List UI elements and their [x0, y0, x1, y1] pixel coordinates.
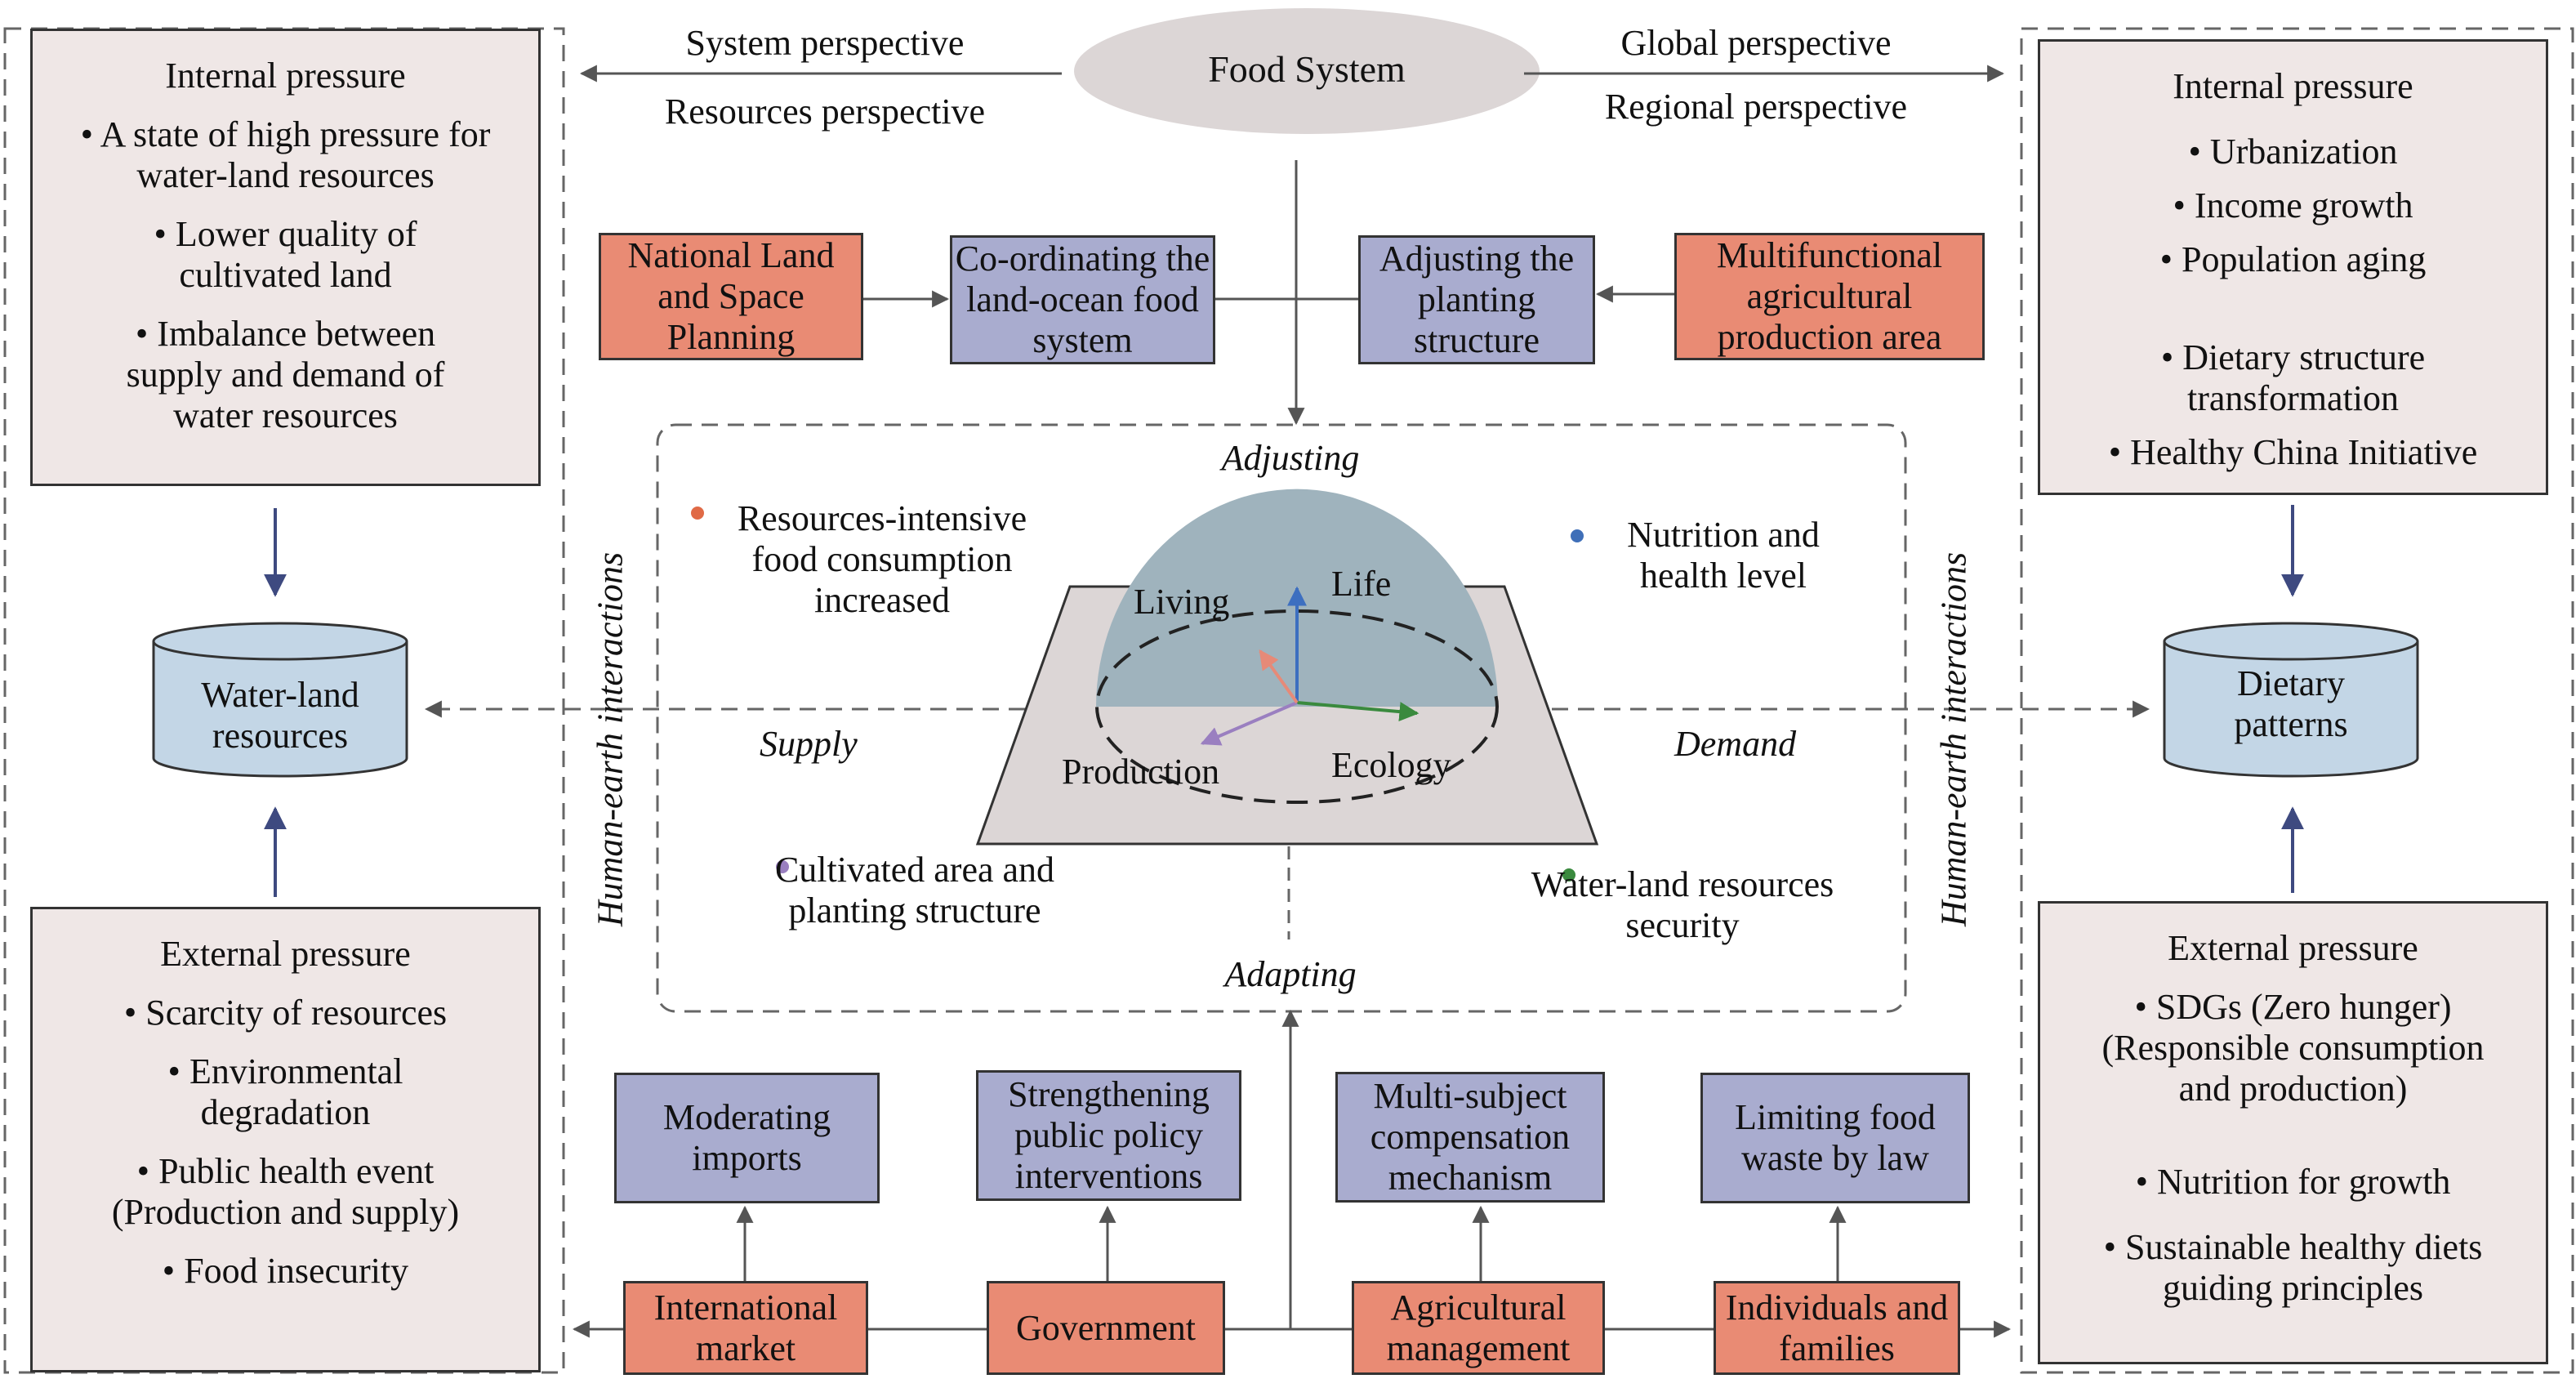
right-internal-item-5: • Healthy China Initiative — [2108, 432, 2478, 472]
water-land-security-note: Water-land resources security — [1531, 864, 1834, 945]
multi-subject-compensation-box: Multi-subject compensation mechanism — [1335, 1072, 1605, 1203]
nutrition-health-note: Nutrition and health level — [1627, 515, 1820, 596]
note-br-dot — [1562, 868, 1575, 881]
demand-label: Demand — [1674, 724, 1797, 764]
water-land-resources-label: Water-land resources — [201, 675, 359, 756]
supply-label: Supply — [760, 724, 858, 764]
coordinating-land-ocean-box: Co-ordinating the land-ocean food system — [950, 235, 1215, 364]
cultivated-area-note: Cultivated area and planting structure — [774, 850, 1055, 930]
moderating-imports-box: Moderating imports — [614, 1073, 880, 1203]
note-tl-dot — [691, 507, 704, 520]
international-market-box: International market — [623, 1281, 868, 1375]
ecology-label: Ecology — [1331, 745, 1451, 785]
food-system-title: Food System — [1208, 48, 1406, 90]
left-panel-frame — [3, 27, 565, 1374]
left-internal-title: Internal pressure — [165, 56, 406, 96]
adjusting-label: Adjusting — [1221, 438, 1360, 478]
living-label: Living — [1134, 582, 1230, 622]
adjusting-planting-structure-box: Adjusting the planting structure — [1358, 235, 1595, 364]
dietary-patterns-label: Dietary patterns — [2234, 663, 2348, 744]
left-external-item-1: • Scarcity of resources — [123, 993, 448, 1033]
left-internal-pressure-box: Internal pressure • A state of high pres… — [30, 29, 541, 486]
right-internal-item-3: • Population aging — [2159, 239, 2427, 279]
individuals-families-box: Individuals and families — [1714, 1281, 1960, 1375]
human-earth-left-label: Human-earth interactions — [590, 551, 631, 927]
regional-perspective-label: Regional perspective — [1604, 87, 1908, 127]
agricultural-management-box: Agricultural management — [1352, 1281, 1605, 1375]
left-internal-item-2: • Lower quality of cultivated land — [154, 214, 417, 295]
left-external-item-4: • Food insecurity — [162, 1251, 409, 1291]
right-internal-item-2: • Income growth — [2173, 185, 2413, 225]
center-ellipse — [1095, 609, 1499, 804]
system-perspective-label: System perspective — [685, 23, 965, 63]
strengthening-policy-box: Strengthening public policy intervention… — [976, 1070, 1241, 1201]
note-tr-dot — [1571, 529, 1584, 542]
global-perspective-label: Global perspective — [1620, 23, 1892, 63]
left-external-pressure-box: External pressure • Scarcity of resource… — [30, 907, 541, 1372]
left-external-title: External pressure — [160, 934, 411, 974]
right-internal-pressure-box: Internal pressure • Urbanization • Incom… — [2038, 39, 2548, 495]
right-panel-frame — [2020, 27, 2574, 1374]
dietary-cylinder — [2163, 622, 2419, 778]
government-box: Government — [987, 1281, 1225, 1375]
right-internal-item-1: • Urbanization — [2188, 132, 2398, 172]
left-internal-item-1: • A state of high pressure for water-lan… — [80, 114, 491, 195]
right-external-item-3: • Sustainable healthy diets guiding prin… — [2103, 1227, 2483, 1308]
right-internal-item-4: • Dietary structure transformation — [2160, 337, 2426, 418]
multifunctional-production-area-box: Multifunctional agricultural production … — [1674, 233, 1985, 360]
national-land-planning-box: National Land and Space Planning — [599, 233, 863, 360]
left-internal-item-3: • Imbalance between supply and demand of… — [126, 314, 445, 435]
food-system-ellipse — [1074, 8, 1540, 134]
limiting-food-waste-box: Limiting food waste by law — [1700, 1073, 1970, 1203]
left-external-item-2: • Environmental degradation — [167, 1051, 403, 1132]
right-internal-title: Internal pressure — [2173, 66, 2413, 106]
resources-intensive-note: Resources-intensive food consumption inc… — [737, 498, 1027, 620]
right-external-pressure-box: External pressure • SDGs (Zero hunger) (… — [2038, 901, 2548, 1364]
note-bl-dot — [776, 860, 789, 873]
adapting-label: Adapting — [1224, 954, 1357, 994]
right-external-item-1: • SDGs (Zero hunger) (Responsible consum… — [2101, 987, 2485, 1109]
resources-perspective-label: Resources perspective — [664, 91, 986, 132]
right-external-title: External pressure — [2168, 928, 2418, 968]
life-label: Life — [1331, 564, 1392, 604]
left-external-item-3: • Public health event (Production and su… — [111, 1151, 460, 1232]
center-frame — [656, 423, 1907, 1013]
human-earth-right-label: Human-earth interactions — [1933, 551, 1974, 927]
water-land-cylinder — [152, 622, 408, 778]
production-label: Production — [1062, 752, 1220, 792]
right-external-item-2: • Nutrition for growth — [2135, 1162, 2451, 1202]
